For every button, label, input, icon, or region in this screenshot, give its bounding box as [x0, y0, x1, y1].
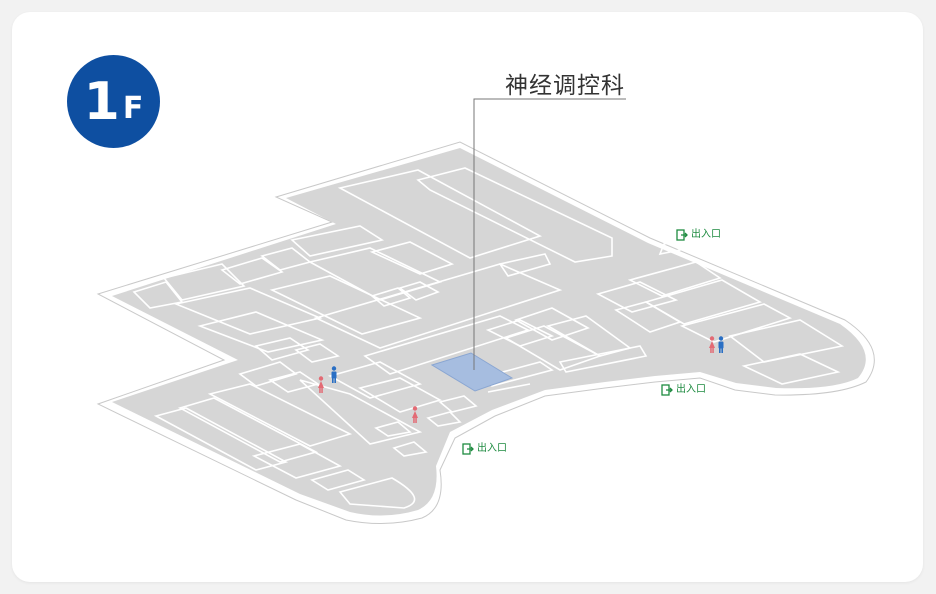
female-restroom-icon[interactable] — [707, 336, 717, 354]
female-restroom-icon[interactable] — [316, 376, 326, 394]
exit-marker-east[interactable]: 出入口 — [676, 229, 721, 241]
female-restroom-icon[interactable] — [410, 406, 420, 424]
exit-door-icon — [676, 229, 688, 241]
male-restroom-icon[interactable] — [716, 336, 726, 354]
department-label[interactable]: 神经调控科 — [505, 73, 625, 99]
exit-marker-south[interactable]: 出入口 — [462, 443, 507, 455]
floor-plate — [112, 148, 866, 516]
room-outlines — [132, 167, 845, 509]
floor-badge: 1 F — [67, 55, 160, 148]
exit-door-icon — [661, 384, 673, 396]
highlighted-department-area[interactable] — [430, 352, 514, 392]
exit-label: 出入口 — [676, 384, 706, 395]
exit-door-icon — [462, 443, 474, 455]
male-restroom-icon[interactable] — [329, 366, 339, 384]
exit-marker-south-east[interactable]: 出入口 — [661, 384, 706, 396]
floor-number: 1 — [83, 71, 120, 132]
department-leader-line — [473, 98, 626, 370]
exit-label: 出入口 — [691, 229, 721, 240]
exit-label: 出入口 — [477, 443, 507, 454]
floor-suffix: F — [122, 90, 144, 126]
